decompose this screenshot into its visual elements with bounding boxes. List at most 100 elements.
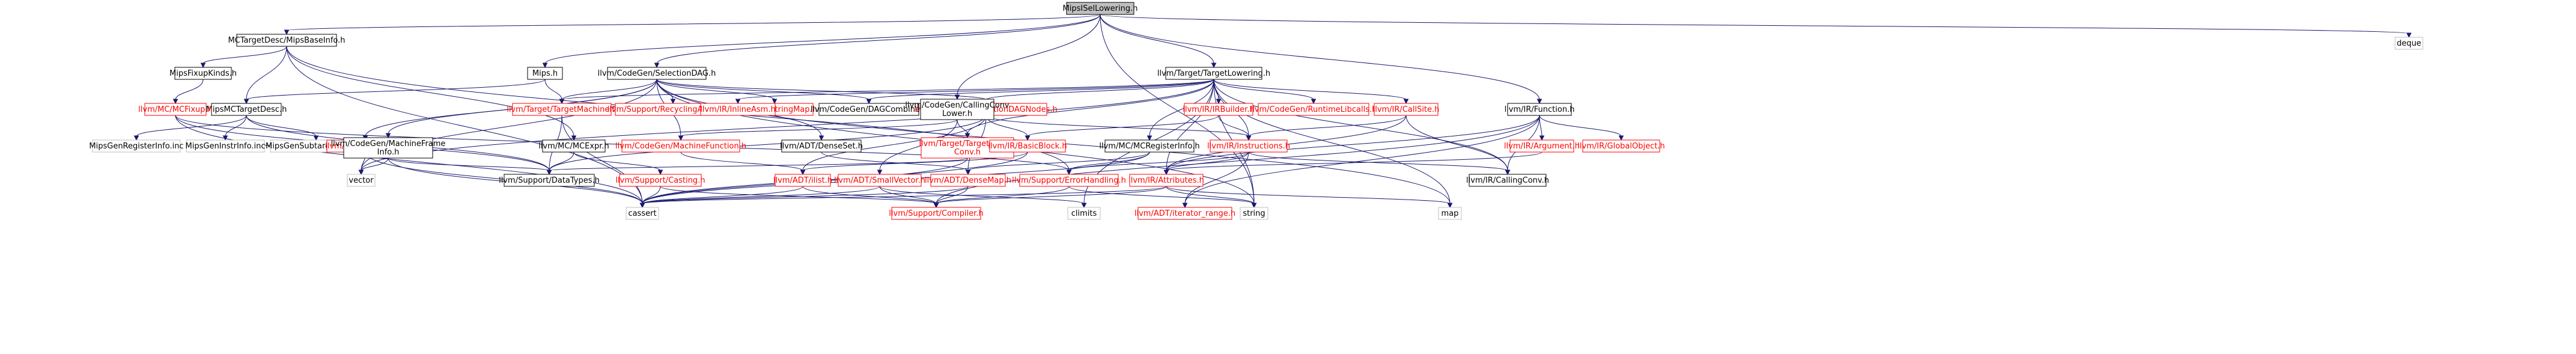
node-inlineasm[interactable]: llvm/IR/InlineAsm.h: [700, 103, 776, 116]
edge-line: [361, 157, 389, 171]
arrowhead: [866, 99, 872, 105]
node-cassert[interactable]: cassert: [626, 207, 659, 220]
node-box: [818, 103, 919, 116]
node-densemap[interactable]: llvm/ADT/DenseMap.h: [925, 174, 1011, 187]
node-string[interactable]: string: [1240, 207, 1268, 220]
node-casting[interactable]: llvm/Support/Casting.h: [615, 174, 705, 187]
node-densesetdense[interactable]: llvm/ADT/DenseSet.h: [780, 139, 863, 153]
node-function[interactable]: llvm/IR/Function.h: [1505, 103, 1575, 116]
node-callsite[interactable]: llvm/IR/CallSite.h: [1373, 103, 1440, 116]
edge-line: [1213, 79, 1314, 100]
node-box: [930, 174, 1006, 187]
edge-line: [680, 119, 958, 137]
edge-mcfixup-to-cassert: [175, 115, 645, 209]
node-machinefunction[interactable]: llvm/CodeGen/MachineFunction.h: [615, 139, 746, 153]
edge-line: [1184, 115, 1540, 204]
arrowhead: [1216, 99, 1222, 105]
arrowhead: [385, 133, 391, 139]
node-errorhandling[interactable]: llvm/Support/ErrorHandling.h: [1012, 174, 1126, 187]
arrowhead: [639, 203, 645, 209]
node-climits[interactable]: climits: [1067, 207, 1101, 220]
edge-mipsfixupkinds-to-mcfixup: [172, 79, 204, 105]
edge-callingconvlower-to-smallvector: [877, 119, 958, 175]
node-mipsfixupkinds[interactable]: MipsFixupKinds.h: [169, 67, 237, 80]
node-box: [1019, 174, 1119, 187]
edge-line: [246, 79, 546, 100]
arrowhead: [1447, 203, 1453, 209]
edge-line: [680, 151, 803, 171]
node-attributes[interactable]: llvm/IR/Attributes.h: [1128, 174, 1204, 187]
edge-line: [879, 119, 958, 171]
node-box: [1104, 139, 1195, 153]
node-label: cassert: [628, 209, 656, 218]
arrowhead: [772, 99, 778, 105]
node-label: Mips.h: [532, 69, 558, 78]
node-datatypes[interactable]: llvm/Support/DataTypes.h: [499, 174, 600, 187]
node-root: MipsISelLowering.h: [1063, 2, 1138, 15]
node-mcregisterinfo[interactable]: llvm/MC/MCRegisterInfo.h: [1099, 139, 1200, 153]
edge-line: [656, 79, 987, 100]
node-label: string: [1243, 209, 1265, 218]
node-mcfixup[interactable]: llvm/MC/MCFixup.h: [138, 103, 213, 116]
arrowhead: [1211, 63, 1217, 69]
edge-line: [246, 115, 317, 137]
edge-smallvector-to-climits: [879, 186, 1087, 209]
arrowhead: [571, 135, 577, 141]
node-instructions[interactable]: llvm/IR/Instructions.h: [1207, 139, 1290, 153]
node-iteratorrange[interactable]: llvm/ADT/iterator_range.h: [1134, 207, 1235, 220]
node-runtimelibcalls[interactable]: llvm/CodeGen/RuntimeLibcalls.h: [1250, 103, 1377, 116]
edge-line: [957, 119, 968, 135]
edge-targetlowering-to-mcregisterinfo: [1146, 79, 1214, 141]
node-label: llvm/MC/MCRegisterInfo.h: [1099, 142, 1199, 151]
arrowhead: [1536, 99, 1542, 105]
node-label: llvm/ADT/iterator_range.h: [1134, 209, 1235, 218]
edge-line: [642, 186, 969, 204]
node-label: llvm/ADT/DenseMap.h: [925, 176, 1011, 185]
node-label: llvm/IR/IRBuilder.h: [1183, 105, 1254, 114]
arrowhead: [284, 29, 290, 35]
node-mips[interactable]: Mips.h: [527, 67, 563, 80]
node-label: MCTargetDesc/MipsBaseInfo.h: [228, 36, 345, 45]
node-argument[interactable]: llvm/IR/Argument.h: [1504, 139, 1580, 153]
node-mipsregisterinfo[interactable]: MipsGenRegisterInfo.inc: [89, 139, 184, 153]
node-globalobject[interactable]: llvm/IR/GlobalObject.h: [1577, 139, 1665, 153]
node-callingconv[interactable]: llvm/IR/CallingConv.h: [1466, 174, 1549, 187]
arrowhead: [1505, 169, 1511, 175]
arrowhead: [1246, 135, 1252, 141]
node-dagcombine[interactable]: llvm/CodeGen/DAGCombine.h: [811, 103, 928, 116]
node-label: llvm/ADT/DenseSet.h: [780, 142, 863, 151]
node-selectiondag[interactable]: llvm/CodeGen/SelectionDAG.h: [598, 67, 716, 80]
arrowhead: [933, 203, 939, 209]
node-targetmachine[interactable]: llvm/Target/TargetMachine.h: [507, 103, 617, 116]
node-map[interactable]: map: [1438, 207, 1462, 220]
edge-basicblock-to-ilist: [800, 151, 1028, 175]
node-mipsmctargetdesc[interactable]: MipsMCTargetDesc.h: [206, 103, 287, 116]
node-box: [1184, 103, 1253, 116]
node-vector[interactable]: vector: [347, 174, 376, 187]
node-label: MipsGenRegisterInfo.inc: [89, 142, 183, 151]
edge-line: [936, 186, 969, 204]
node-compiler[interactable]: llvm/Support/Compiler.h: [889, 207, 984, 220]
node-mcexpr[interactable]: llvm/MC/MCExpr.h: [538, 139, 609, 153]
node-box: [781, 139, 862, 153]
node-deque[interactable]: deque: [2395, 37, 2423, 50]
node-ilist[interactable]: llvm/ADT/ilist.h: [773, 174, 832, 187]
arrowhead: [654, 63, 660, 69]
node-label: llvm/CodeGen/RuntimeLibcalls.h: [1250, 105, 1377, 114]
node-box: [920, 99, 994, 120]
node-irbuilder[interactable]: llvm/IR/IRBuilder.h: [1183, 103, 1255, 116]
node-basicblock[interactable]: llvm/IR/BasicBlock.h: [988, 139, 1067, 153]
node-smallvector[interactable]: llvm/ADT/SmallVector.h: [834, 174, 925, 187]
edge-attributes-to-compiler: [933, 186, 1167, 209]
arrowhead: [1081, 203, 1087, 209]
node-targetlowering[interactable]: llvm/Target/TargetLowering.h: [1157, 67, 1270, 80]
edge-instructions-to-callingconv: [1248, 151, 1511, 175]
edge-mctargetdesc-to-mcexpr: [286, 46, 577, 141]
edge-root-to-function: [1100, 14, 1542, 105]
node-label: MipsISelLowering.h: [1063, 4, 1138, 13]
node-box: [512, 103, 612, 116]
node-mipsinstrinfo[interactable]: MipsGenInstrInfo.inc: [186, 139, 266, 153]
node-mctargetdesc[interactable]: MCTargetDesc/MipsBaseInfo.h: [228, 34, 346, 47]
